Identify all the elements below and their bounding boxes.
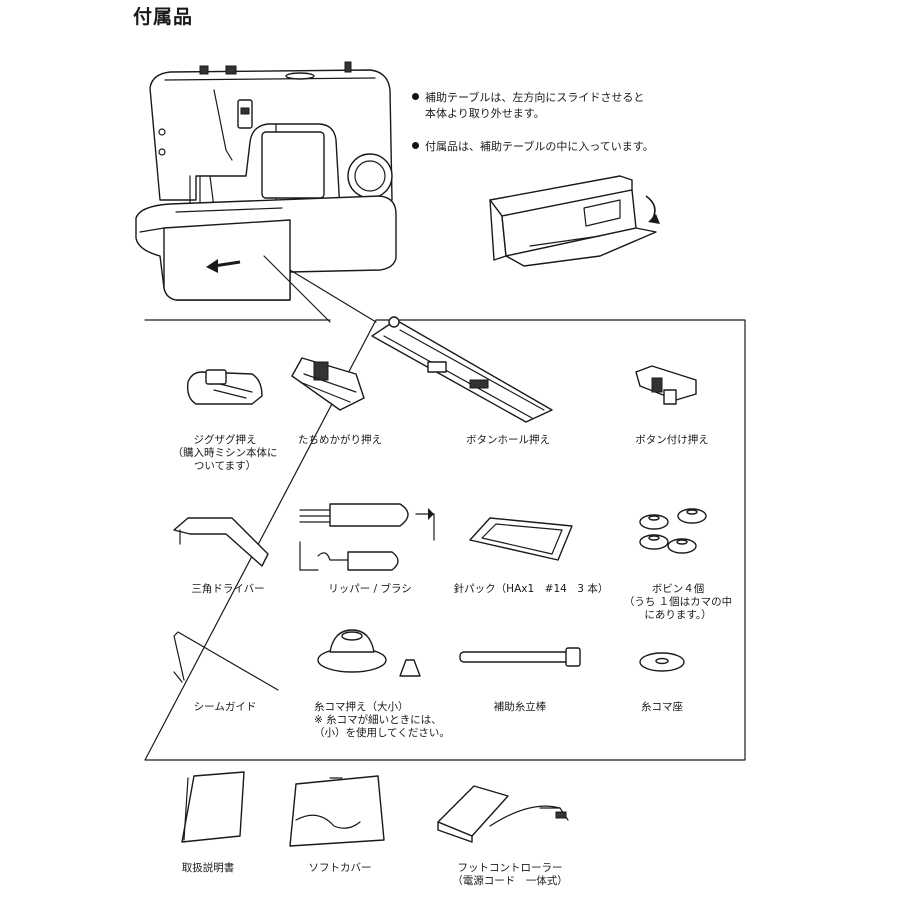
needle-pack-icon xyxy=(469,517,573,561)
spool-felt-icon xyxy=(639,652,685,672)
bobbins-icon xyxy=(639,508,707,554)
screwdriver-icon xyxy=(173,517,269,567)
caption-spool-felt: 糸コマ座 xyxy=(641,701,683,713)
foot-controller-icon xyxy=(437,785,569,843)
overcast-foot-icon xyxy=(291,357,365,411)
spool-pin-icon xyxy=(459,647,581,667)
note-line-2: 本体より取り外せます。 xyxy=(425,107,545,120)
button-sewing-foot-icon xyxy=(635,365,697,405)
caption-manual: 取扱説明書 xyxy=(181,862,235,874)
caption-buttonhole-foot: ボタンホール押え xyxy=(466,434,550,446)
caption-ripper-brush: リッパー / ブラシ xyxy=(328,583,412,595)
spool-cap-icon xyxy=(317,629,421,677)
caption-overcast-foot: たちめかがり押え xyxy=(298,434,382,446)
note-line-3: 付属品は、補助テーブルの中に入っています。 xyxy=(425,140,654,153)
slide-arrow-icon xyxy=(213,260,241,268)
bullet-icon xyxy=(412,93,419,100)
accessory-box-icon xyxy=(489,175,660,267)
page-title: 付属品 xyxy=(133,6,194,28)
note-line-1: 補助テーブルは、左方向にスライドさせると xyxy=(425,91,645,104)
caption-spool-cap: 糸コマ押え（大小） ※ 糸コマが細いときには、 （小）を使用してください。 xyxy=(314,701,450,739)
manual-icon xyxy=(181,771,245,843)
ripper-brush-icon xyxy=(299,503,435,571)
buttonhole-foot-icon xyxy=(371,316,553,423)
caption-screwdriver: 三角ドライバー xyxy=(191,583,265,595)
zigzag-foot-icon xyxy=(186,369,263,405)
sewing-machine-icon xyxy=(135,61,397,301)
seam-guide-icon xyxy=(173,631,279,691)
caption-foot-controller: フットコントローラー （電源コード 一体式） xyxy=(452,862,568,887)
caption-needle-pack: 針パック（HAx1 #14 3 本） xyxy=(453,583,609,595)
note-table-removal: 補助テーブルは、左方向にスライドさせると 本体より取り外せます。 xyxy=(412,90,644,122)
soft-cover-icon xyxy=(289,775,385,847)
caption-seam-guide: シームガイド xyxy=(193,701,257,713)
caption-spool-pin: 補助糸立棒 xyxy=(493,701,547,713)
note-accessories-location: 付属品は、補助テーブルの中に入っています。 xyxy=(412,139,654,155)
accessories-frame xyxy=(144,319,746,761)
bullet-icon xyxy=(412,142,419,149)
caption-bobbins: ボビン４個 （うち １個はカマの中 にあります。） xyxy=(623,583,733,621)
caption-button-sewing-foot: ボタン付け押え xyxy=(635,434,709,446)
caption-soft-cover: ソフトカバー xyxy=(308,862,372,874)
caption-zigzag-foot: ジグザグ押え （購入時ミシン本体に ついてます） xyxy=(172,434,278,472)
